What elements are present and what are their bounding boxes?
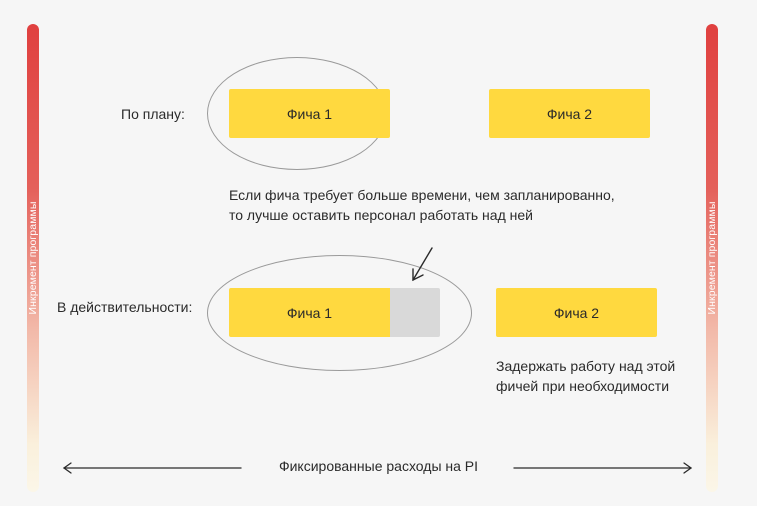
- pi-bar-left: Инкремент программы: [27, 24, 39, 492]
- pointer-arrow-icon: [412, 247, 433, 282]
- overrun-note-line-1: Если фича требует больше времени, чем за…: [229, 187, 615, 203]
- arrow-right-icon: [513, 462, 693, 474]
- fixed-costs-label: Фиксированные расходы на PI: [278, 458, 479, 474]
- actual-feature-1: Фича 1: [229, 288, 390, 337]
- actual-row-label: В действительности:: [57, 299, 193, 315]
- actual-feature-2: Фича 2: [496, 288, 657, 337]
- delay-note: Задержать работу над этой фичей при необ…: [496, 356, 675, 396]
- plan-feature-1: Фича 1: [229, 89, 390, 138]
- overrun-note: Если фича требует больше времени, чем за…: [229, 185, 615, 225]
- arrow-left-icon: [62, 462, 242, 474]
- plan-row-label: По плану:: [121, 106, 185, 122]
- delay-note-line-2: фичей при необходимости: [496, 378, 670, 394]
- overrun-note-line-2: то лучше оставить персонал работать над …: [229, 207, 533, 223]
- delay-note-line-1: Задержать работу над этой: [496, 358, 676, 374]
- plan-feature-2: Фича 2: [489, 89, 650, 138]
- actual-feature-1-ellipse: [207, 255, 472, 371]
- actual-feature-1-overrun: [390, 288, 440, 337]
- pi-bar-right: Инкремент программы: [706, 24, 718, 492]
